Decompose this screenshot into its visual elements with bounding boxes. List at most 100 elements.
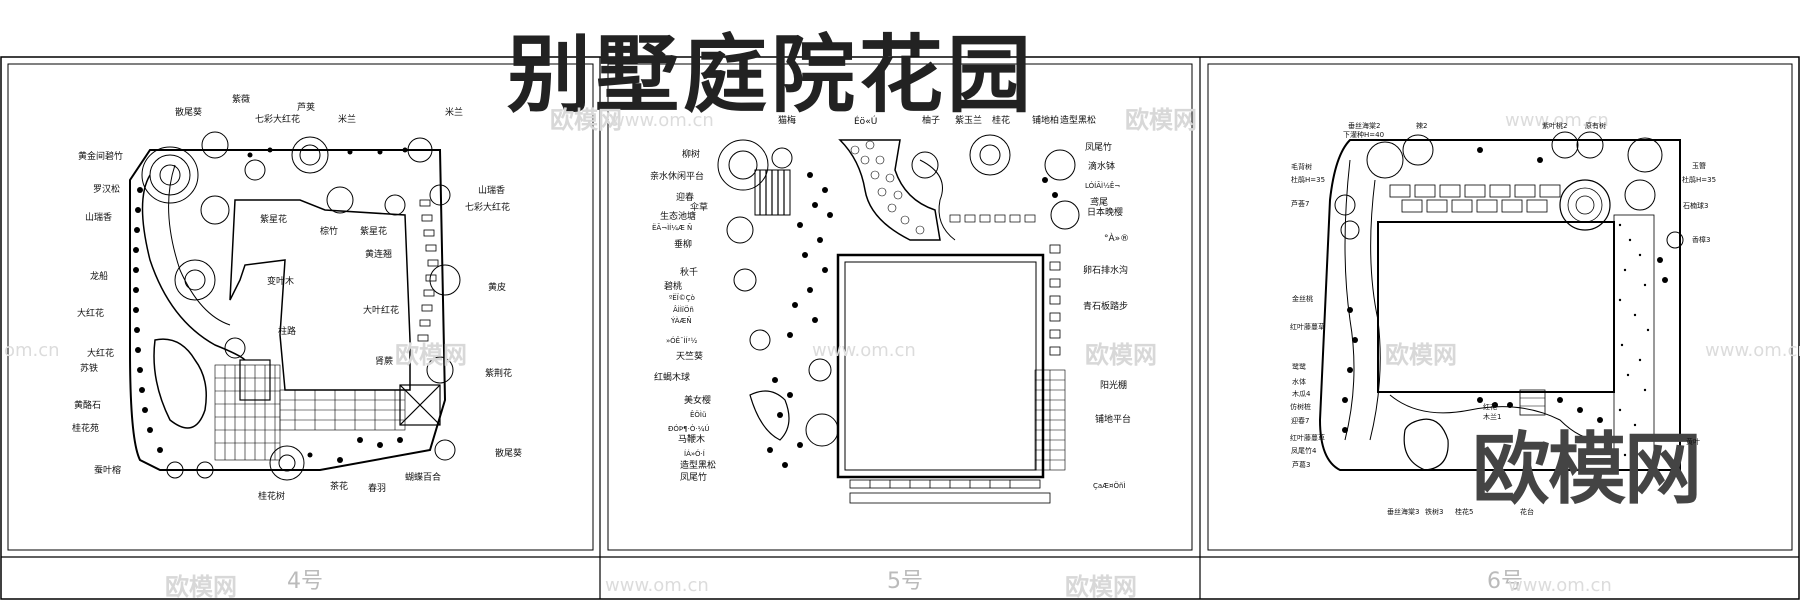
plant-label: 垂丝海棠3 (1387, 508, 1420, 516)
plant-label: 罗汉松 (93, 185, 121, 195)
plant-label: 花台 (1520, 508, 1534, 516)
plant-label: 米兰 (445, 108, 464, 118)
plant-label: 滴水钵 (1088, 162, 1116, 172)
plant-label: 黄皮 (488, 283, 507, 293)
plant-label: 下灌种H=40 (1343, 131, 1385, 139)
plant-label: 卵石排水沟 (1083, 266, 1129, 276)
plant-label: 龙船 (90, 272, 109, 282)
plan-5 (717, 134, 1080, 504)
plant-label: 金丝桃 (1292, 295, 1313, 303)
plant-label: 石楠球3 (1683, 202, 1709, 210)
plant-label: ÝÀÆÑ (671, 317, 692, 325)
plant-label: 紫星花 (260, 215, 288, 225)
watermark-url: www.om.cn (812, 340, 916, 361)
plant-label: 桂花 (992, 116, 1011, 126)
plant-label: 黄连翘 (365, 250, 393, 260)
watermark-url: om.cn (4, 340, 60, 361)
plant-label: 毛背树 (1291, 163, 1312, 171)
plant-label: 七彩大红花 (255, 115, 301, 125)
plant-label: 铺地柏 (1032, 116, 1060, 126)
panel-4-frame (7, 63, 594, 551)
panel-5-frame (607, 63, 1193, 551)
plant-label: 山瑞香 (85, 213, 113, 223)
plant-label: 红叶藤蔓草 (1290, 434, 1325, 442)
plant-label: ºËÏ©Çò (669, 294, 695, 302)
plant-label: 杜鹃H=35 (1682, 176, 1717, 184)
plant-label: 柚子 (922, 116, 941, 126)
plant-label: 凤尾竹 (680, 473, 708, 483)
plant-label: 黄酪石 (74, 401, 102, 411)
plant-label: 桂花苑 (72, 424, 100, 434)
plant-label: 山瑞香 (478, 186, 506, 196)
plan-4 (129, 131, 461, 481)
plant-label: 大红花 (77, 309, 105, 319)
plant-label: 凤尾竹 (1085, 143, 1113, 153)
plant-label: 造型黑松 (1060, 116, 1097, 126)
watermark-brand: 欧模网 (395, 341, 467, 369)
plant-label: 鹭鹭 (1292, 363, 1306, 371)
plant-label: 亲水休闲平台 (650, 172, 705, 182)
plant-label: ÐÓÞ¶·Ò·¼Ú (668, 425, 710, 433)
plant-label: 散尾葵 (175, 108, 203, 118)
plant-label: 原有树 (1585, 122, 1606, 130)
plant-label: 水体 (1292, 378, 1306, 386)
plant-label: 玉簪 (1692, 162, 1706, 170)
plant-label: 美女樱 (684, 396, 712, 406)
plant-label: 迎春 (676, 193, 695, 203)
watermark-brand: 欧模网 (1085, 341, 1157, 369)
plant-label: 木兰1 (1483, 413, 1502, 421)
plant-label: ÇaÆ¤ÖñÌ (1093, 482, 1126, 490)
plant-label: Éö«Ú (854, 117, 878, 127)
plant-label: 苏铁 (80, 364, 99, 374)
plant-label: 茶花 (330, 482, 349, 492)
plant-label: 红花 (1483, 403, 1497, 411)
plant-label: 大红花 (87, 349, 115, 359)
plant-label: 七彩大红花 (465, 203, 511, 213)
plant-label: 垂丝海棠2 (1348, 122, 1381, 130)
watermark-big: 欧模网 (1472, 425, 1702, 515)
plant-label: ÊÖÌü (690, 411, 707, 419)
panel-5-number: 5号 (887, 569, 923, 594)
plant-label: 柳树 (682, 150, 701, 160)
plant-label: 紫薇 (232, 95, 251, 105)
plant-label: 柱路 (278, 327, 297, 337)
plant-label: 桂花5 (1455, 508, 1474, 516)
plant-label: 杜鹃H=35 (1291, 176, 1326, 184)
panel-6-number: 6号 (1487, 569, 1523, 594)
plant-label: 马鞭木 (678, 435, 706, 445)
plant-label: 芦荚 (297, 103, 316, 113)
plant-label: 春羽 (368, 484, 387, 494)
plant-label: 凤尾竹4 (1291, 447, 1317, 455)
plant-label: 木瓜4 (1292, 390, 1311, 398)
plant-label: 日本晚樱 (1087, 208, 1124, 218)
plant-label: 垂柳 (674, 240, 693, 250)
watermark-url: www.om.cn (605, 575, 709, 596)
plant-label: 蝴蝶百合 (405, 473, 442, 483)
plant-label: 铁树3 (1425, 508, 1444, 516)
plant-label: 香樟3 (1692, 236, 1711, 244)
plant-label: 黄叶 (1686, 438, 1700, 446)
plant-label: 红蝎木球 (654, 373, 691, 383)
plant-label: 芦荟7 (1291, 200, 1310, 208)
plant-label: 青石板踏步 (1083, 302, 1129, 312)
sheet-frame (0, 56, 1800, 600)
watermark-brand: 欧模网 (550, 106, 622, 134)
watermark-brand: 欧模网 (1065, 573, 1137, 601)
watermark-brand: 欧模网 (1125, 106, 1197, 134)
plant-label: LÓÍÃÌ½Ê¬ (1085, 182, 1121, 190)
plant-label: 辣2 (1416, 122, 1428, 130)
plant-label: 鸢尾 (1090, 198, 1109, 208)
plant-label: 散尾葵 (495, 449, 523, 459)
watermark-brand: 欧模网 (1385, 341, 1457, 369)
watermark-url: www.om.cn (1508, 575, 1612, 596)
plant-label: 伞草 (690, 203, 709, 213)
plant-label: ËÃ¬ÌÍ¼Æ Ñ (652, 224, 693, 232)
plant-label: 猫梅 (778, 116, 797, 126)
plant-label: 仿树桩 (1290, 403, 1311, 411)
plant-label: 紫星花 (360, 227, 388, 237)
plant-label: 天竺葵 (676, 352, 704, 362)
plant-label: 蚕叶榕 (94, 466, 122, 476)
plant-label: 迎春7 (1291, 417, 1310, 425)
panel-4-number: 4号 (287, 569, 323, 594)
